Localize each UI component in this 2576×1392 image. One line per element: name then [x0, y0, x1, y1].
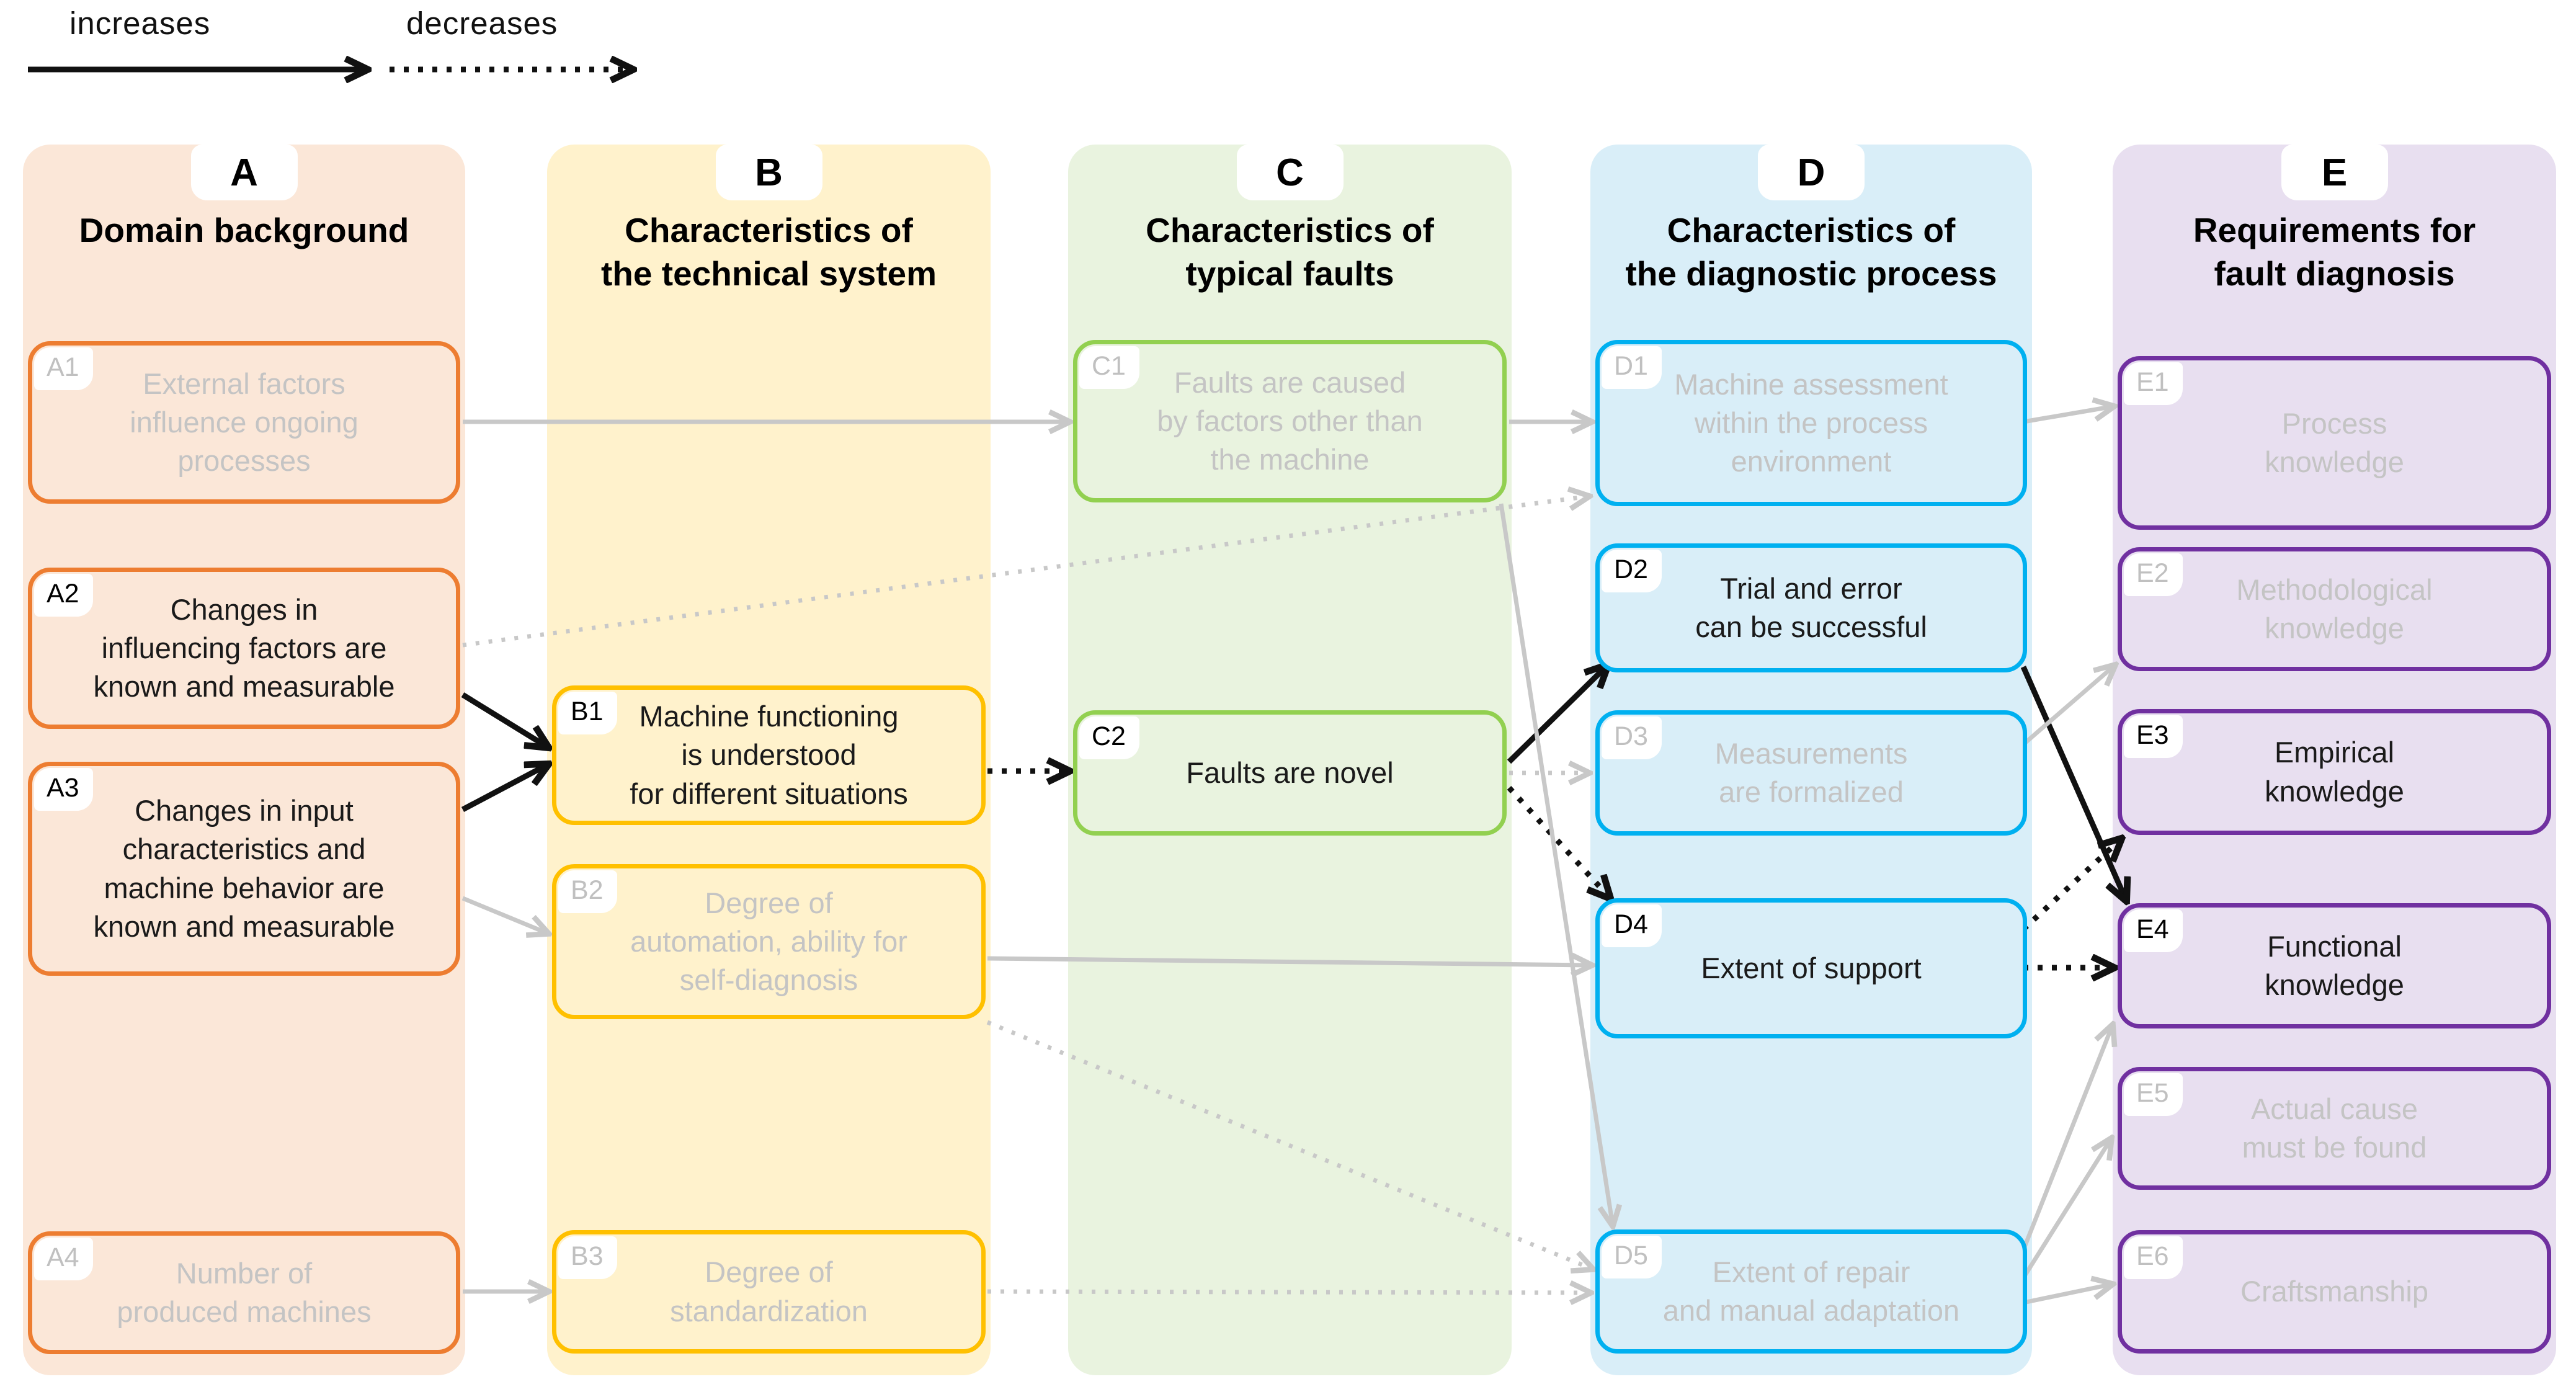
arrow-A2-B1-increases	[461, 692, 548, 747]
box-A1: A1 External factors influence ongoing pr…	[28, 341, 460, 504]
badge-A1: A1	[34, 347, 93, 390]
box-D1: D1 Machine assessment within the process…	[1595, 340, 2027, 506]
badge-C2: C2	[1079, 716, 1139, 759]
badge-B2: B2	[558, 870, 617, 913]
tab-C: C	[1236, 145, 1344, 200]
tab-E: E	[2281, 145, 2388, 200]
tab-E-label: E	[2321, 151, 2348, 194]
legend-increases-label: increases	[69, 6, 211, 41]
arrow-D3-E2-increases	[2021, 665, 2115, 746]
badge-E6: E6	[2124, 1236, 2183, 1279]
tab-A-label: A	[230, 151, 258, 194]
box-A4-text: Number of produced machines	[117, 1256, 372, 1328]
tab-D: D	[1758, 145, 1865, 200]
box-B1-text: Machine functioning is understood for di…	[630, 700, 908, 810]
legend-decreases-label: decreases	[406, 6, 558, 41]
badge-B3: B3	[558, 1236, 617, 1279]
badge-E2: E2	[2124, 553, 2183, 596]
box-A3: A3 Changes in input characteristics and …	[28, 762, 460, 976]
box-E1: E1 Process knowledge	[2118, 356, 2551, 530]
box-E4: E4 Functional knowledge	[2118, 903, 2551, 1028]
box-E6-text: Craftsmanship	[2240, 1275, 2428, 1308]
badge-C1: C1	[1079, 346, 1139, 389]
badge-D1: D1	[1602, 346, 1662, 389]
box-B2-text: Degree of automation, ability for self-d…	[630, 886, 907, 997]
box-E2-text: Methodological knowledge	[2236, 573, 2433, 645]
column-title-C: Characteristics of typical faults	[1146, 211, 1434, 293]
box-A2-text: Changes in influencing factors are known…	[93, 592, 395, 703]
badge-A4: A4	[34, 1238, 93, 1280]
column-title-D: Characteristics of the diagnostic proces…	[1625, 211, 1997, 293]
badge-E1: E1	[2124, 362, 2183, 405]
column-title-B: Characteristics of the technical system	[600, 211, 937, 293]
box-E3: E3 Empirical knowledge	[2118, 709, 2551, 835]
badge-E4: E4	[2124, 909, 2183, 952]
box-B1: B1 Machine functioning is understood for…	[552, 685, 986, 825]
arrow-C2-D2-increases	[1507, 665, 1608, 764]
box-A1-text: External factors influence ongoing proce…	[130, 367, 359, 478]
tab-B: B	[715, 145, 822, 200]
box-C2-text: Faults are novel	[1186, 756, 1394, 789]
arrow-D5-E4-increases	[2021, 1025, 2113, 1251]
arrow-B2-D5-decreases	[986, 1020, 1593, 1269]
box-D3-text: Measurements are formalized	[1714, 736, 1908, 808]
box-E1-text: Process knowledge	[2265, 406, 2404, 478]
box-C2: C2 Faults are novel	[1073, 710, 1507, 836]
tab-D-label: D	[1797, 151, 1825, 194]
box-C1-text: Faults are caused by factors other than …	[1157, 365, 1423, 476]
box-D4: D4 Extent of support	[1595, 898, 2027, 1038]
arrow-B3-D5-decreases	[987, 1292, 1590, 1293]
arrow-A3-B2-increases	[461, 896, 548, 934]
box-A4: A4 Number of produced machines	[28, 1231, 460, 1354]
box-A2: A2 Changes in influencing factors are kn…	[28, 568, 460, 729]
column-title-A: Domain background	[79, 211, 409, 249]
box-D4-text: Extent of support	[1701, 951, 1922, 984]
arrow-D5-E5-increases	[2021, 1138, 2111, 1279]
badge-D4: D4	[1602, 904, 1662, 947]
box-B3: B3 Degree of standardization	[552, 1230, 986, 1354]
arrow-B2-D4-increases	[987, 958, 1592, 965]
badge-D5: D5	[1602, 1236, 1662, 1278]
box-E4-text: Functional knowledge	[2265, 929, 2404, 1001]
arrow-A3-B1-increases	[461, 764, 548, 812]
box-D5: D5 Extent of repair and manual adaptatio…	[1595, 1229, 2027, 1354]
badge-D2: D2	[1602, 550, 1662, 592]
box-E6: E6 Craftsmanship	[2118, 1230, 2551, 1354]
box-B2: B2 Degree of automation, ability for sel…	[552, 864, 986, 1019]
box-E2: E2 Methodological knowledge	[2118, 547, 2551, 671]
box-E5-text: Actual cause must be found	[2242, 1092, 2427, 1164]
arrow-C1-D5-increases	[1499, 503, 1613, 1226]
badge-A3: A3	[34, 768, 93, 811]
box-E3-text: Empirical knowledge	[2265, 736, 2404, 808]
arrow-C2-D4-decreases	[1507, 785, 1610, 898]
box-D3: D3 Measurements are formalized	[1595, 710, 2027, 836]
box-D5-text: Extent of repair and manual adaptation	[1662, 1255, 1960, 1327]
badge-B1: B1	[558, 692, 617, 734]
badge-E5: E5	[2124, 1073, 2183, 1116]
box-D2-text: Trial and error can be successful	[1695, 571, 1927, 643]
tab-C-label: C	[1276, 151, 1304, 194]
badge-A2: A2	[34, 574, 93, 617]
arrow-A2-D1-decreases	[462, 496, 1589, 648]
column-title-E: Requirements for fault diagnosis	[2193, 211, 2476, 293]
arrow-D5-E6-increases	[2023, 1284, 2113, 1305]
badge-D3: D3	[1602, 716, 1662, 759]
tab-A: A	[190, 145, 298, 200]
arrow-D1-E1-increases	[2023, 406, 2114, 424]
box-D2: D2 Trial and error can be successful	[1595, 543, 2027, 672]
box-D1-text: Machine assessment within the process en…	[1674, 367, 1948, 478]
box-B3-text: Degree of standardization	[670, 1256, 868, 1327]
box-A3-text: Changes in input characteristics and mac…	[93, 794, 395, 943]
tab-B-label: B	[755, 151, 783, 194]
box-C1: C1 Faults are caused by factors other th…	[1073, 340, 1507, 502]
badge-E3: E3	[2124, 715, 2183, 758]
box-E5: E5 Actual cause must be found	[2118, 1067, 2551, 1190]
